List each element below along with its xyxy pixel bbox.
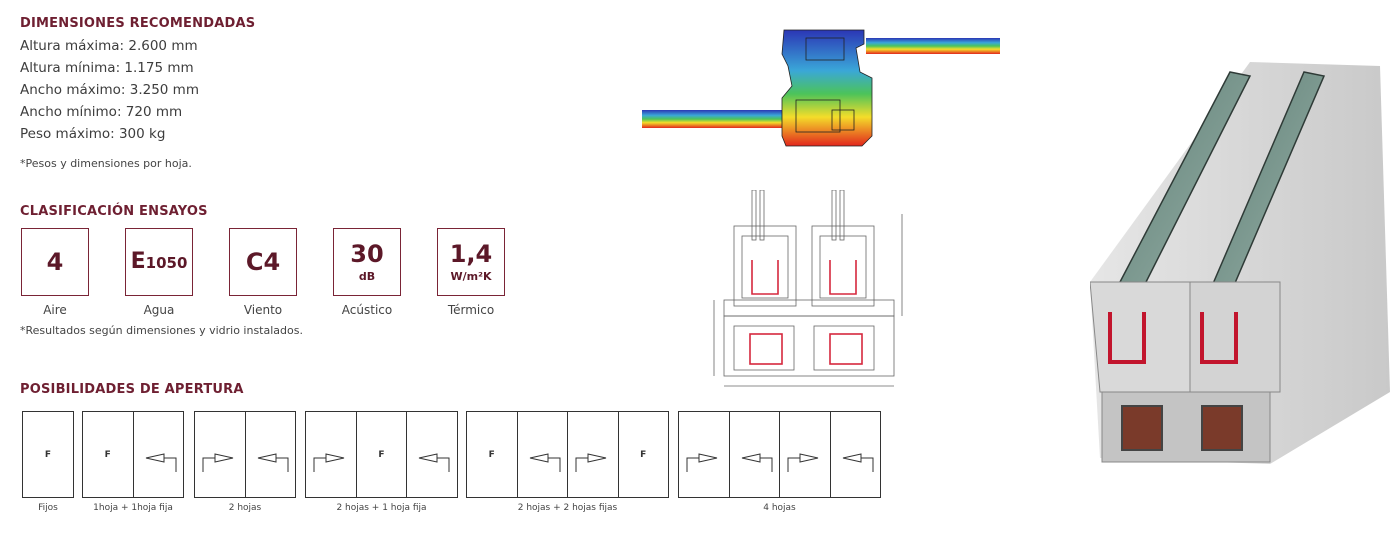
opening-label: Fijos: [38, 503, 58, 513]
arrow-left-icon: [419, 453, 450, 472]
arrow-left-icon: [257, 453, 288, 472]
arrow-right-icon: [575, 453, 607, 472]
tests-note: *Resultados según dimensiones y vidrio i…: [20, 324, 303, 337]
badge-wind: C4: [229, 228, 297, 296]
opening-diagram: [194, 411, 296, 498]
badge-water-label: Agua: [143, 303, 175, 317]
dimensions-title: DIMENSIONES RECOMENDADAS: [20, 16, 256, 31]
sliding-pane: [407, 412, 457, 497]
badge-acoustic: 30 dB: [333, 228, 401, 296]
sliding-pane: [780, 412, 831, 497]
fixed-mark: F: [640, 450, 647, 460]
arrow-right-icon: [787, 453, 819, 472]
sliding-pane: [831, 412, 881, 497]
opening-label: 4 hojas: [763, 503, 796, 513]
badge-wind-value: C4: [245, 248, 281, 276]
sliding-pane: [134, 412, 184, 497]
sliding-pane: [568, 412, 619, 497]
opening-label: 2 hojas + 2 hojas fijas: [517, 503, 618, 513]
arrow-left-icon: [842, 453, 873, 472]
arrow-right-icon: [313, 453, 345, 472]
fixed-pane: F: [83, 412, 134, 497]
arrow-right-icon: [686, 453, 718, 472]
fixed-pane: F: [619, 412, 669, 497]
badge-thermal-unit: W/m²K: [450, 269, 492, 283]
badge-water: E1050: [125, 228, 193, 296]
opening-label: 1hoja + 1hoja fija: [93, 503, 173, 513]
sliding-pane: [730, 412, 780, 497]
profile-3d-render: [1090, 62, 1390, 464]
fixed-mark: F: [488, 450, 495, 460]
badge-air-value: 4: [46, 248, 64, 276]
thermal-simulation-diagram: [642, 29, 1000, 147]
sliding-pane: [246, 412, 296, 497]
profile-section-drawing: [713, 190, 903, 387]
tests-title: CLASIFICACIÓN ENSAYOS: [20, 204, 208, 219]
sliding-pane: [679, 412, 730, 497]
dimension-min-width: Ancho mínimo: 720 mm: [20, 104, 183, 120]
badge-thermal: 1,4 W/m²K: [437, 228, 505, 296]
badge-air: 4: [21, 228, 89, 296]
dimension-min-height: Altura mínima: 1.175 mm: [20, 60, 194, 76]
badge-acoustic-value: 30: [350, 239, 384, 268]
sliding-pane: [306, 412, 357, 497]
fixed-mark: F: [44, 450, 52, 460]
fixed-pane: F: [467, 412, 518, 497]
dimension-max-weight: Peso máximo: 300 kg: [20, 126, 166, 142]
fixed-pane: F: [357, 412, 408, 497]
badge-wind-label: Viento: [243, 303, 283, 317]
fixed-mark: F: [378, 450, 385, 460]
dimension-max-width: Ancho máximo: 3.250 mm: [20, 82, 199, 98]
opening-diagram: F: [82, 411, 184, 498]
arrow-right-icon: [202, 453, 234, 472]
badge-thermal-label: Térmico: [447, 303, 495, 317]
sliding-pane: [195, 412, 246, 497]
opening-diagram: F: [22, 411, 74, 498]
openings-title: POSIBILIDADES DE APERTURA: [20, 382, 244, 397]
opening-diagram: F: [305, 411, 458, 498]
opening-label: 2 hojas: [228, 503, 262, 513]
badge-water-value: E1050: [130, 249, 188, 274]
badge-thermal-value: 1,4: [449, 239, 493, 268]
dimension-max-height: Altura máxima: 2.600 mm: [20, 38, 198, 54]
arrow-left-icon: [741, 453, 772, 472]
badge-air-label: Aire: [43, 303, 67, 317]
sliding-pane: [518, 412, 568, 497]
fixed-mark: F: [104, 450, 111, 460]
arrow-left-icon: [145, 453, 176, 472]
badge-acoustic-unit: dB: [358, 269, 376, 283]
fixed-pane: F: [23, 412, 73, 497]
badge-water-sub: 1050: [145, 254, 188, 272]
dimensions-note: *Pesos y dimensiones por hoja.: [20, 157, 192, 170]
opening-diagram: [678, 411, 881, 498]
opening-label: 2 hojas + 1 hoja fija: [336, 503, 427, 513]
badge-acoustic-label: Acústico: [341, 303, 393, 317]
arrow-left-icon: [529, 453, 560, 472]
